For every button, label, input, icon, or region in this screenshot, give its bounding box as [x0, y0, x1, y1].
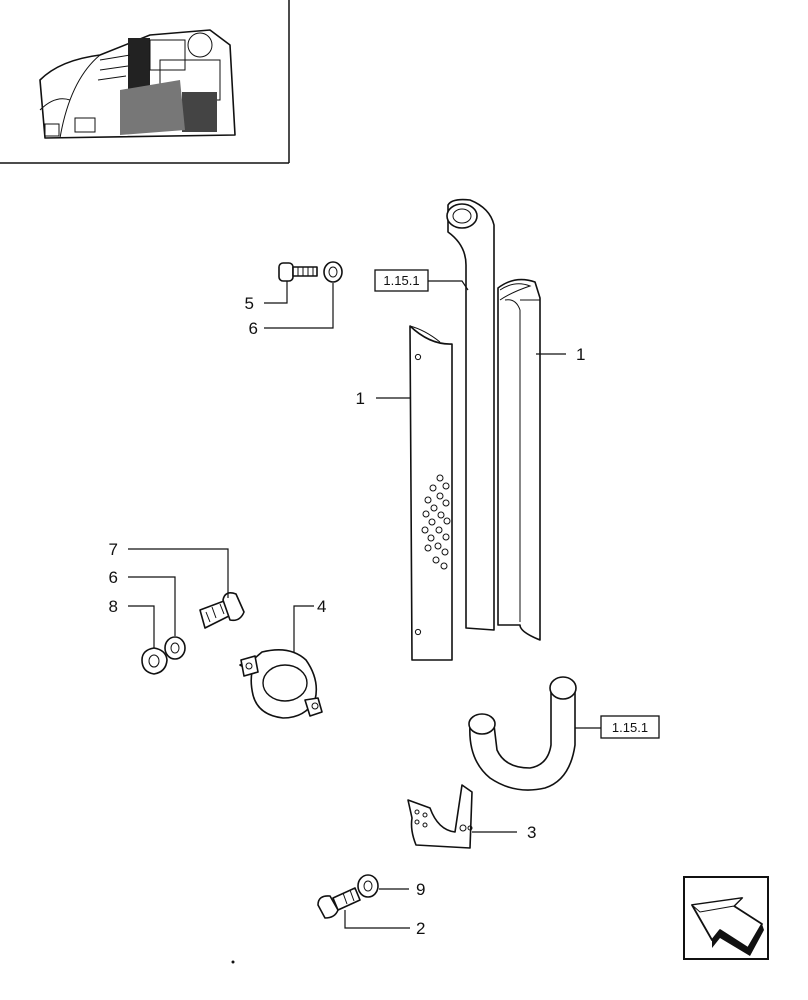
bolt-2	[317, 887, 361, 919]
callout-7: 7	[109, 540, 118, 559]
leader-lines	[128, 280, 601, 929]
callout-3: 3	[527, 823, 536, 842]
reference-label-pipe: 1.15.1	[383, 273, 419, 288]
callout-2: 2	[416, 919, 425, 938]
bracket-3	[407, 784, 473, 849]
callout-9: 9	[416, 880, 425, 899]
callout-4: 4	[317, 597, 326, 616]
bolt-7	[199, 592, 245, 629]
washer-6-lower	[164, 636, 186, 660]
elbow-pipe	[468, 676, 577, 791]
reference-box-pipe[interactable]: 1.15.1	[374, 269, 429, 292]
callout-1-right: 1	[576, 345, 585, 364]
perforation-holes	[421, 474, 451, 570]
washer-9	[357, 874, 379, 898]
callout-6-top: 6	[249, 319, 258, 338]
callout-8: 8	[109, 597, 118, 616]
back-arrow-icon[interactable]	[683, 876, 769, 960]
heat-shield-left	[409, 325, 453, 661]
callout-1-left: 1	[356, 389, 365, 408]
exhaust-pipe	[446, 198, 495, 631]
clamp-4	[239, 649, 323, 719]
stray-mark	[231, 960, 235, 964]
tractor-engine-thumbnail	[0, 0, 290, 164]
screw-5	[278, 262, 318, 282]
callout-5: 5	[245, 294, 254, 313]
heat-shield-right	[497, 278, 541, 641]
reference-box-elbow[interactable]: 1.15.1	[600, 715, 660, 739]
reference-label-elbow: 1.15.1	[612, 720, 648, 735]
washer-6-top	[323, 261, 343, 283]
nut-8	[141, 647, 168, 675]
callout-6-lower: 6	[109, 568, 118, 587]
